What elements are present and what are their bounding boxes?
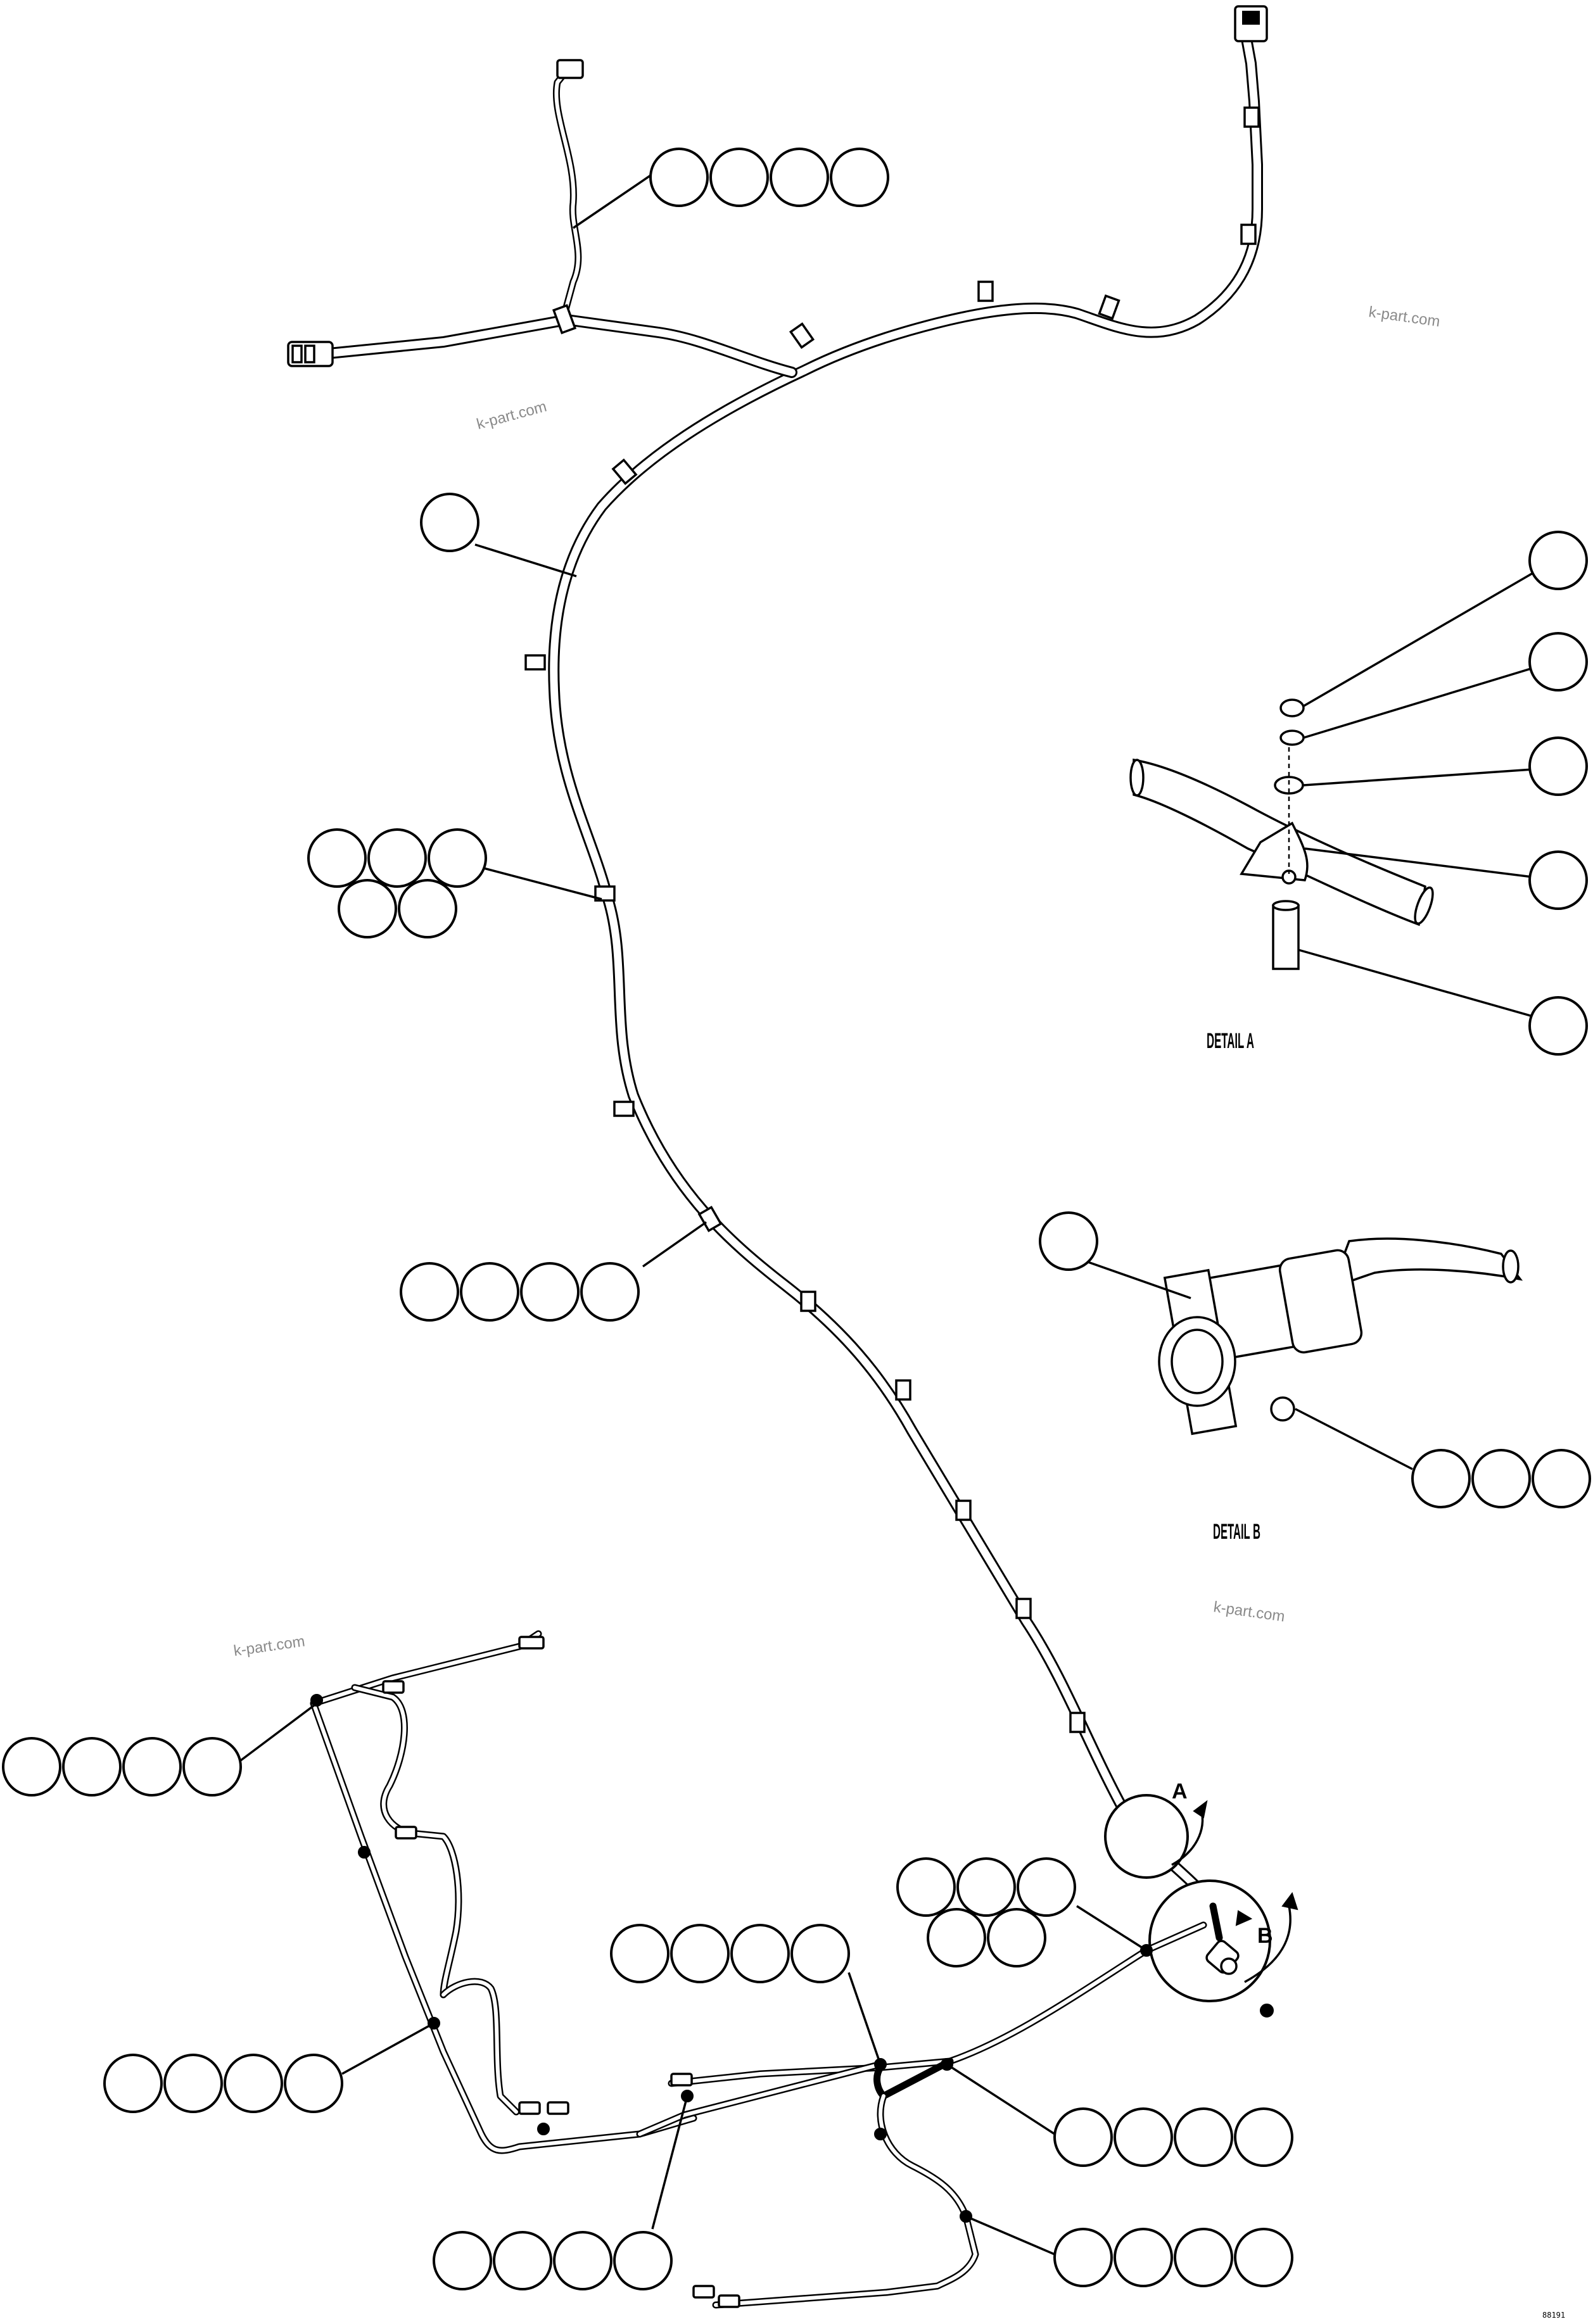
marker-b-label: B — [1257, 1924, 1273, 1948]
watermark-4: k-part.com — [232, 1632, 306, 1660]
lower-harness — [310, 1630, 1207, 2309]
watermark-1: k-part.com — [475, 398, 549, 433]
connector-upper-small — [556, 59, 584, 79]
detail-a — [1129, 698, 1434, 970]
callout-group-right6 — [896, 1857, 1147, 1967]
callout-group-bottom-mid — [610, 1924, 882, 2065]
callout-group-bottom-right — [946, 2063, 1293, 2167]
callout-group-bottom-lower-right — [965, 2215, 1293, 2287]
callout-group-left-lower — [103, 2022, 435, 2113]
callout-group-lower4 — [400, 1221, 708, 1322]
detail-b — [1158, 1237, 1523, 1436]
watermark-2: k-part.com — [1368, 303, 1441, 331]
marker-a-label: A — [1172, 1779, 1188, 1803]
watermark-3: k-part.com — [1212, 1598, 1286, 1626]
callout-group-left — [2, 1702, 318, 1797]
harness-clips — [524, 106, 1260, 1733]
callouts — [2, 148, 1591, 2290]
callout-group-bottom-left — [433, 2095, 689, 2290]
callout-group-detail-a — [1298, 531, 1588, 1056]
detail-a-marker — [1104, 1794, 1189, 1879]
detail-a-label: DETAIL A — [1207, 1029, 1254, 1053]
callout-group-mid5 — [307, 828, 602, 938]
callout-group-upper — [420, 493, 577, 578]
callout-group-detail-b — [1039, 1211, 1591, 1508]
main-harness: A B — [287, 5, 1298, 2018]
callout-group-top — [573, 148, 889, 229]
detail-b-label: DETAIL B — [1213, 1520, 1260, 1544]
detail-b-marker — [1148, 1879, 1271, 2002]
drawing-reference: 88191 — [1542, 2311, 1565, 2320]
